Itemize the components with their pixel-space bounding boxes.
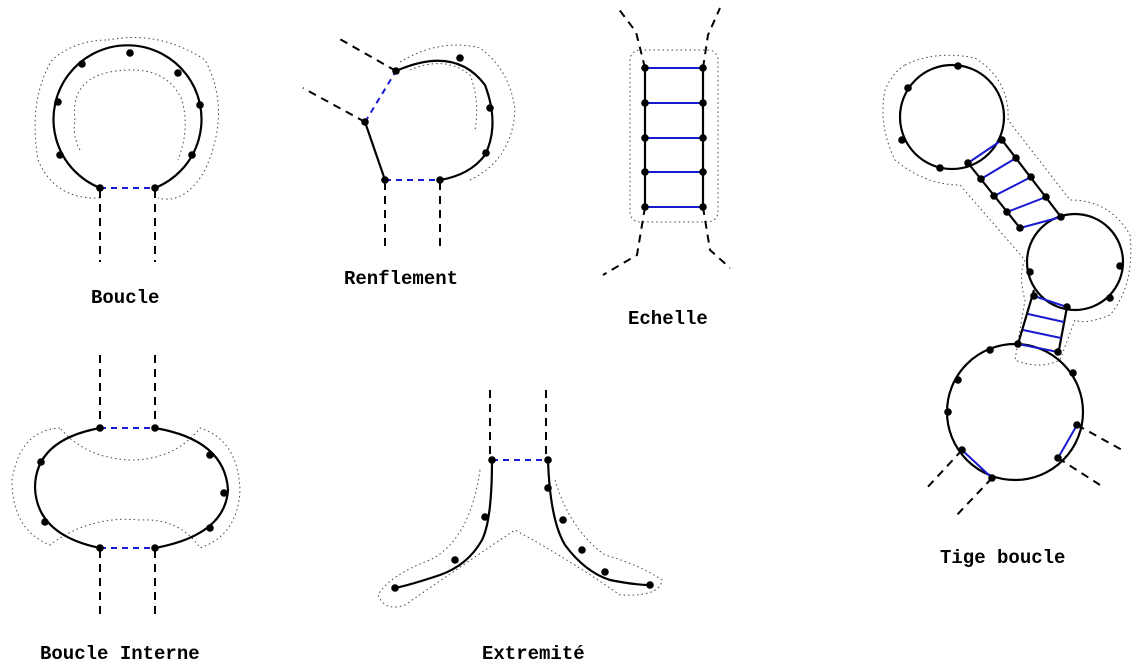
extremite-diagram (377, 390, 663, 608)
renflement-strand (363, 121, 387, 181)
tige-boucle-stem2-strand-a (1016, 289, 1036, 345)
echelle-ext-bottom-right (702, 206, 731, 269)
echelle-halo (629, 49, 719, 223)
boucle-nucleotides (54, 49, 204, 192)
tige-boucle-ext-4 (1076, 424, 1123, 451)
echelle-ext-top-right (702, 7, 721, 69)
tige-boucle-outer-pairs (961, 424, 1078, 479)
renflement-branch-lower (302, 87, 366, 123)
tige-boucle-stem1-pairs (967, 139, 1062, 229)
tige-boucle-ext-2 (954, 477, 993, 518)
extremite-nucleotides (391, 456, 654, 592)
echelle-nucleotides (641, 64, 707, 211)
echelle-ext-bottom-left (602, 206, 646, 276)
tige-boucle-diagram (882, 54, 1132, 518)
label-boucle-interne: Boucle Interne (40, 643, 200, 665)
label-tige-boucle: Tige boucle (940, 547, 1066, 569)
tige-boucle-nucleotides (898, 62, 1124, 482)
renflement-diagram (302, 37, 516, 252)
tige-boucle-stem2-pairs (1017, 295, 1068, 353)
extremite-backbone-right (546, 459, 651, 587)
tige-boucle-loop-top (898, 63, 1006, 171)
renflement-halo (399, 44, 516, 181)
extremite-backbone-left (394, 459, 494, 590)
boucle-interne-backbone-right (154, 426, 230, 550)
label-renflement: Renflement (344, 268, 459, 290)
label-extremite: Extremité (482, 643, 585, 665)
tige-boucle-loop-middle (1025, 212, 1125, 312)
renflement-branch-upper (337, 37, 397, 72)
boucle-interne-backbone-left (33, 426, 101, 550)
echelle-base-pairs (645, 67, 703, 208)
boucle-diagram (34, 37, 219, 262)
extremite-halo (377, 469, 663, 608)
tige-boucle-loop-bottom (945, 342, 1085, 482)
boucle-interne-diagram (11, 355, 241, 618)
renflement-nucleotides (361, 54, 494, 184)
echelle-diagram (602, 7, 731, 276)
label-boucle: Boucle (91, 287, 160, 309)
renflement-backbone-arc (395, 59, 494, 182)
label-echelle: Echelle (628, 308, 708, 330)
boucle-backbone (52, 44, 203, 190)
tige-boucle-ext-3 (1057, 457, 1101, 486)
boucle-halo (34, 37, 219, 200)
renflement-bulge-pair (364, 70, 397, 123)
tige-boucle-ext-1 (924, 449, 963, 491)
echelle-ext-top-left (617, 7, 646, 69)
tige-boucle-stem2-strand-b (1056, 306, 1069, 356)
boucle-interne-nucleotides (37, 424, 228, 552)
